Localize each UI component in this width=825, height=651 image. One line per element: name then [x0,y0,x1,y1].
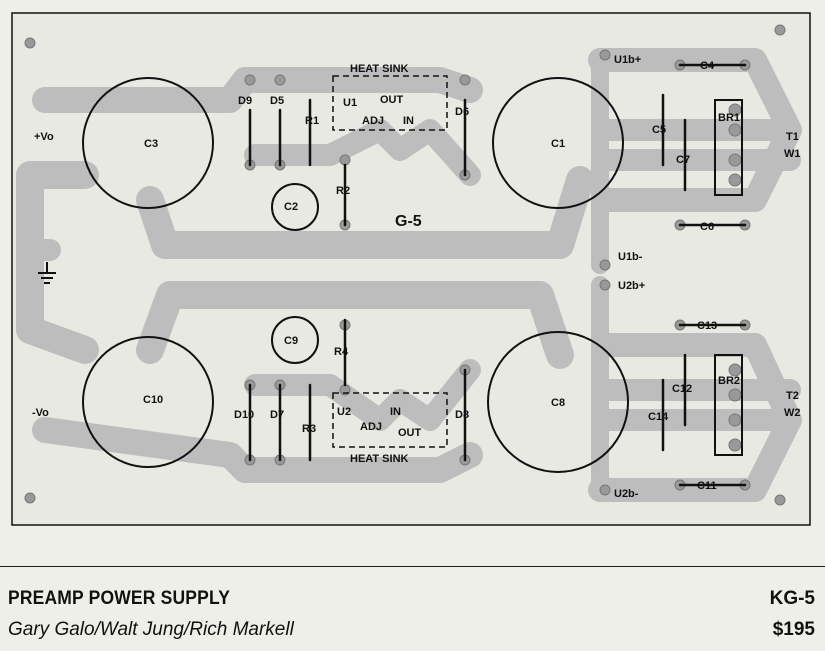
label-d8: D8 [455,409,469,421]
label-u1-out: OUT [380,94,404,106]
label-u2: U2 [337,406,351,418]
label-c12: C12 [672,383,692,395]
label-minus-vo: -Vo [32,407,49,419]
label-c9: C9 [284,335,298,347]
label-c2: C2 [284,201,298,213]
label-u1b-plus: U1b+ [614,54,641,66]
label-br1: BR1 [718,112,740,124]
label-c11: C11 [697,480,717,492]
label-c13: C13 [697,320,717,332]
large-capacitor-outlines [82,77,629,473]
label-t1: T1 [786,131,799,143]
label-u2-in: IN [390,406,401,418]
label-d9: D9 [238,95,252,107]
label-u2b-plus: U2b+ [618,280,645,292]
label-c6: C6 [700,221,714,233]
label-u1-adj: ADJ [362,115,384,127]
label-c7: C7 [676,154,690,166]
label-d6: D6 [455,106,469,118]
component-bodies [248,63,747,487]
label-u1-in: IN [403,115,414,127]
label-t2: T2 [786,390,799,402]
label-r2: R2 [336,185,350,197]
label-d7: D7 [270,409,284,421]
br2-outline [714,354,743,456]
label-u2-adj: ADJ [360,421,382,433]
label-u1b-minus: U1b- [618,251,643,263]
label-plus-vo: +Vo [34,131,54,143]
divider-rule [0,566,825,567]
copper-traces [16,48,802,502]
label-w1: W1 [784,148,801,160]
heat-sink-outlines [332,75,448,448]
label-c1: C1 [551,138,565,150]
br1-outline [714,99,743,196]
label-w2: W2 [784,407,801,419]
label-d10: D10 [234,409,254,421]
label-r1: R1 [305,115,319,127]
label-c14: C14 [648,411,669,423]
label-r3: R3 [302,423,316,435]
label-c4: C4 [700,60,715,72]
label-u2b-minus: U2b- [614,488,639,500]
label-u1: U1 [343,97,357,109]
authors-line: Gary Galo/Walt Jung/Rich Markell [8,619,294,640]
label-c10: C10 [143,394,163,406]
label-r4: R4 [334,346,349,358]
board-id-label: G-5 [395,213,422,230]
label-c5: C5 [652,124,666,136]
label-heat-sink-top: HEAT SINK [350,63,409,75]
product-title: PREAMP POWER SUPPLY [8,588,231,609]
pcb-layout-diagram: HEAT SINK U1 OUT ADJ IN HEAT SINK U2 IN … [11,12,811,526]
label-d5: D5 [270,95,284,107]
label-u2-out: OUT [398,427,422,439]
kit-code: KG-5 [769,588,815,609]
label-c3: C3 [144,138,158,150]
price-label: $195 [772,619,815,640]
ground-icon [38,262,56,284]
label-br2: BR2 [718,375,740,387]
label-c8: C8 [551,397,565,409]
label-heat-sink-bottom: HEAT SINK [350,453,409,465]
